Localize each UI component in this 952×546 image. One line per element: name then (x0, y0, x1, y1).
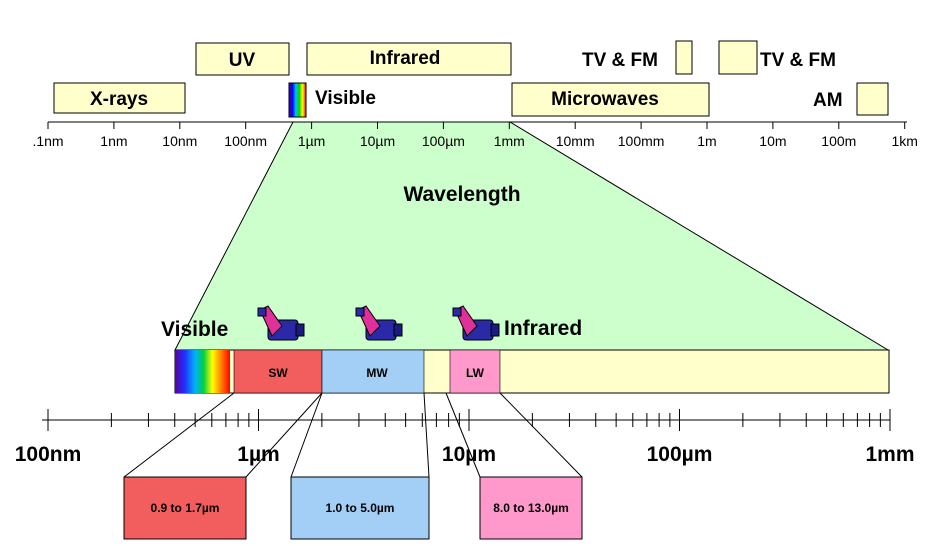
visible-label: Visible (315, 88, 376, 109)
top-scale-tick-label: 100µm (422, 133, 465, 149)
range-connectors (123, 392, 583, 478)
mw-connector-right (423, 392, 430, 478)
lw-connector-left (445, 392, 481, 478)
tvfm-label-2: TV & FM (760, 50, 836, 71)
mw-connector-left (290, 392, 323, 478)
uv-band (195, 42, 290, 76)
sw-range-text: 0.9 to 1.7µm (151, 501, 220, 515)
detail-infrared-label: Infrared (504, 317, 582, 340)
sw-label: SW (268, 366, 288, 380)
camera-icon-lw (452, 305, 500, 341)
top-scale-tick-label: 1m (697, 133, 716, 149)
infrared-label: Infrared (370, 48, 441, 69)
infrared-band (306, 42, 512, 76)
top-scale-tick-label: 10mm (556, 133, 595, 149)
am-box (856, 82, 889, 116)
tvfm-box (718, 40, 758, 75)
top-scale-tick-label: 1µm (298, 133, 326, 149)
sw-segment (233, 349, 323, 394)
top-scale-tick-label: 10m (759, 133, 786, 149)
top-scale-tick-label: 100m (821, 133, 856, 149)
top-scale-tick-label: 100nm (224, 133, 267, 149)
zoom-wedge (174, 121, 890, 351)
top-scale-tick-label: .1nm (32, 133, 63, 149)
detail-bar: SW MW LW (174, 349, 890, 394)
bottom-wavelength-scale: 100nm 1µm 10µm 100µm 1mm (15, 409, 915, 466)
camera-icon-mw (355, 305, 403, 341)
mw-segment (321, 349, 425, 394)
wavelength-title: Wavelength (403, 183, 520, 206)
top-bands: UV Infrared X-rays Visible Microwaves TV… (53, 40, 889, 118)
camera-icon-sw (257, 305, 305, 341)
top-scale-tick-label: 10µm (360, 133, 395, 149)
bottom-scale-tick-label: 100nm (15, 443, 82, 466)
top-scale-tick-label: 100mm (618, 133, 665, 149)
lw-range-text: 8.0 to 13.0µm (493, 501, 569, 515)
top-wavelength-scale: .1nm 1nm 10nm 100nm 1µm 10µm 100µm 1mm 10mm 100mm… (32, 121, 918, 149)
top-scale-tick-label: 1nm (100, 133, 127, 149)
detail-visible-rainbow (175, 350, 230, 393)
tvfm-label-1: TV & FM (582, 50, 658, 71)
bottom-scale-tick-label: 100µm (647, 443, 713, 466)
lw-range-box (479, 476, 583, 540)
visible-rainbow-swatch (288, 82, 307, 118)
mw-label: MW (366, 366, 388, 380)
lw-segment (449, 349, 501, 394)
range-boxes: 0.9 to 1.7µm 1.0 to 5.0µm 8.0 to 13.0µm (123, 476, 583, 540)
sw-connector-right (245, 392, 323, 478)
microwaves-label: Microwaves (551, 89, 659, 110)
top-scale-tick-label: 10nm (162, 133, 197, 149)
uv-label: UV (229, 50, 256, 71)
bottom-scale-tick-label: 1µm (237, 443, 279, 466)
am-label: AM (813, 90, 843, 111)
bottom-scale-tick-label: 10µm (442, 443, 496, 466)
top-scale-tick-label: 1mm (494, 133, 525, 149)
top-scale-tick-label: 1km (891, 133, 917, 149)
bottom-scale-tick-label: 1mm (865, 443, 914, 466)
mw-range-text: 1.0 to 5.0µm (326, 501, 395, 515)
tvfm-small-box (675, 40, 693, 75)
sw-connector-left (123, 392, 235, 478)
microwaves-band (511, 82, 710, 117)
lw-label: LW (466, 366, 485, 380)
mw-range-box (290, 476, 430, 540)
sw-range-box (123, 476, 247, 540)
xrays-label: X-rays (90, 89, 148, 110)
lw-connector-right (499, 392, 583, 478)
detail-visible-label: Visible (161, 318, 228, 341)
xrays-band (53, 82, 186, 114)
